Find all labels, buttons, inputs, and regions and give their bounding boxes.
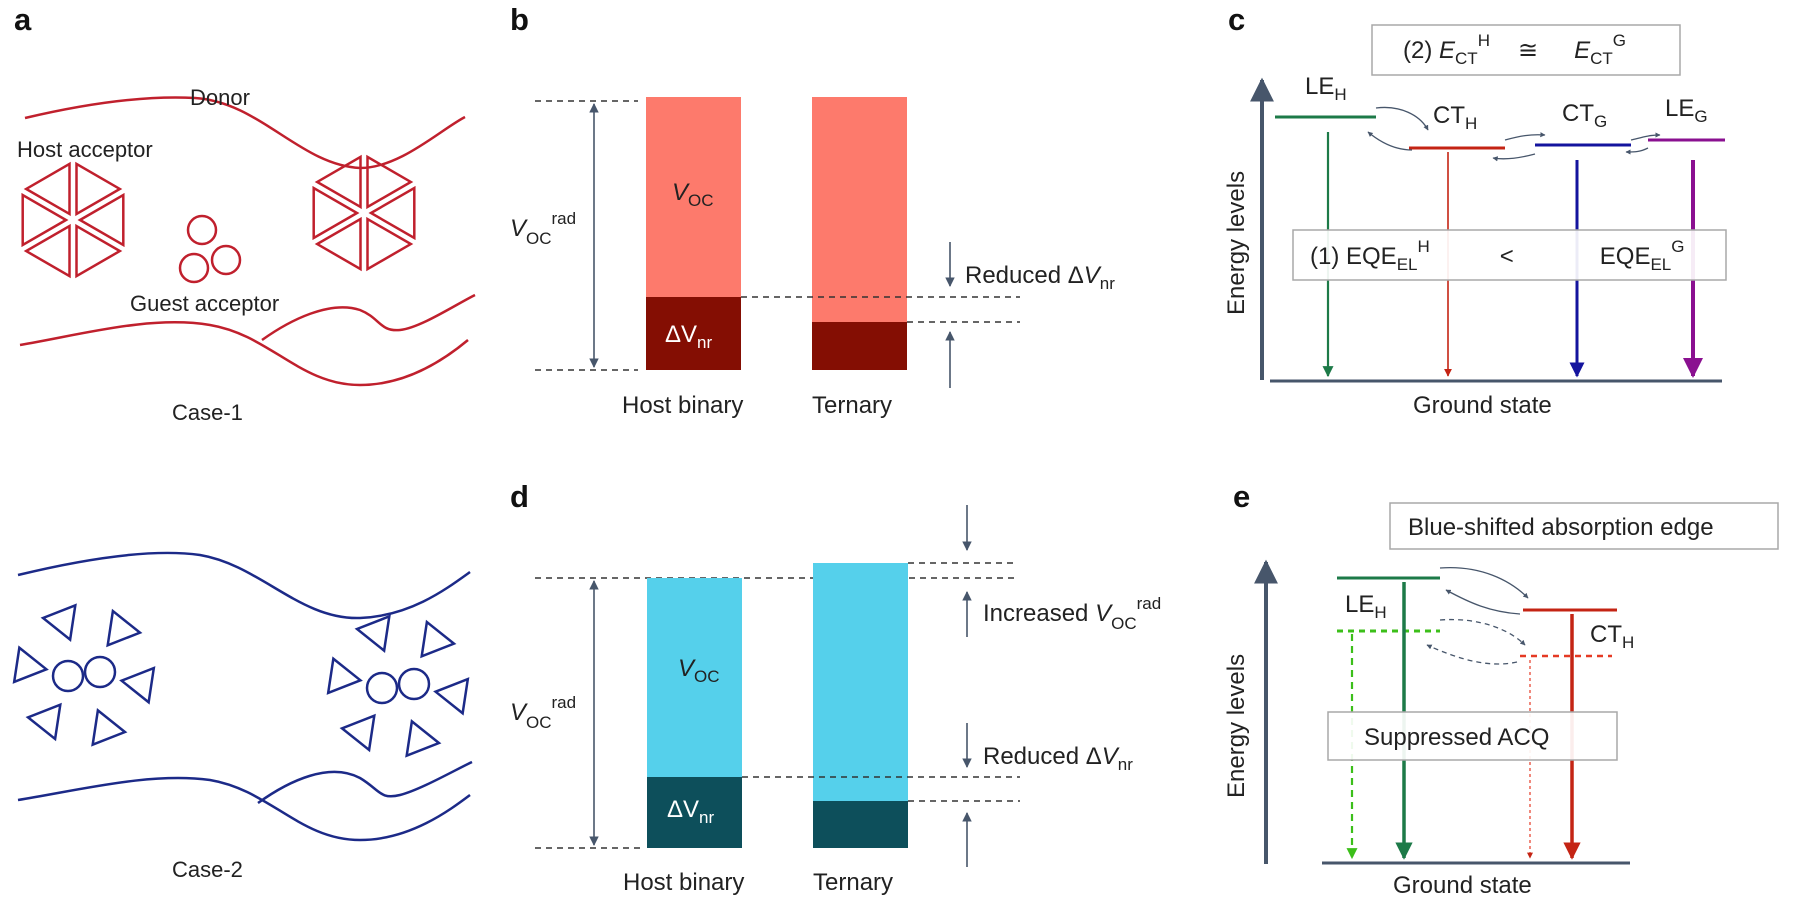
le-h-label-e: LEH <box>1345 591 1387 622</box>
eqe-relation: (1) EQEELH<EQEELG <box>1310 237 1685 274</box>
increased-voc-label: Increased VOCrad <box>983 594 1161 633</box>
ternary-voc-bar <box>812 97 907 322</box>
ground-state-label-e: Ground state <box>1393 872 1532 899</box>
guest-circles-case2 <box>51 655 431 705</box>
acceptor-triangle <box>312 185 360 241</box>
dvnr-label-b: ΔVnr <box>665 321 713 352</box>
acceptor-triangle <box>339 713 376 753</box>
acceptor-triangle <box>314 154 362 210</box>
acceptor-triangle <box>433 677 470 716</box>
case1-label: Case-1 <box>172 400 243 425</box>
ct-h-label-e: CTH <box>1590 621 1634 652</box>
ct-h-label-c: CTH <box>1433 102 1477 133</box>
panel-e: e Blue-shifted absorption edge Energy le… <box>1223 479 1779 899</box>
ternary-dvnr-bar <box>812 322 907 370</box>
host-acceptor-hexagon-left <box>21 161 125 279</box>
energy-levels-label-c: Energy levels <box>1223 171 1250 315</box>
acceptor-triangle <box>75 223 123 279</box>
suppressed-acq-box <box>1327 711 1618 761</box>
host-binary-voc-bar <box>646 97 741 297</box>
host-triangles-case2 <box>12 603 470 758</box>
voc-label-d: VOC <box>678 655 720 686</box>
ect-box <box>1371 24 1681 76</box>
ect-relation: (2) ECTH≅ECTG <box>1403 31 1626 68</box>
acceptor-triangle <box>77 192 125 248</box>
host-binary-label-b: Host binary <box>622 392 743 419</box>
acceptor-triangle <box>23 223 71 279</box>
reduced-dvnr-label-b: Reduced ΔVnr <box>965 262 1115 293</box>
ternary-label-d: Ternary <box>813 869 893 896</box>
reduced-dvnr-label-d: Reduced ΔVnr <box>983 743 1133 774</box>
panel-d: d VOCrad VOC ΔVnr Increased VOCrad Reduc… <box>510 479 1161 896</box>
acceptor-triangle <box>106 608 143 648</box>
panel-b: b VOCrad VOC ΔVnr Reduced ΔVnr Host bina… <box>510 2 1115 419</box>
donor-label: Donor <box>190 85 250 110</box>
guest-acceptor-circles <box>178 214 242 284</box>
acceptor-triangle <box>326 656 363 695</box>
ct-g-label-c: CTG <box>1562 100 1607 131</box>
ternary-voc-bar-d <box>813 563 908 801</box>
le-g-label-c: LEG <box>1665 95 1708 126</box>
voc-rad-label-d: VOCrad <box>510 693 576 732</box>
panel-b-letter: b <box>510 2 529 37</box>
host-binary-dvnr-bar <box>646 297 741 370</box>
voc-label-b: VOC <box>672 179 714 210</box>
case2-label: Case-2 <box>172 857 243 882</box>
acceptor-triangle <box>405 719 442 758</box>
acceptor-triangle <box>366 154 414 210</box>
panel-e-letter: e <box>1233 479 1250 514</box>
host-acceptor-hexagon-right <box>312 154 416 272</box>
acceptor-triangle <box>40 603 77 642</box>
acceptor-triangle <box>366 216 414 272</box>
eqe-box <box>1292 229 1727 281</box>
host-binary-voc-bar-d <box>647 578 742 777</box>
blue-shift-box <box>1389 502 1779 550</box>
host-binary-dvnr-bar-d <box>647 777 742 848</box>
acceptor-triangle <box>368 185 416 241</box>
acceptor-triangle <box>23 161 71 217</box>
panel-c: c (2) ECTH≅ECTG Energy levels Ground sta… <box>1223 2 1727 419</box>
panel-c-letter: c <box>1228 2 1245 37</box>
host-acceptor-label: Host acceptor <box>17 137 153 162</box>
ternary-dvnr-bar-d <box>813 801 908 848</box>
acceptor-triangle <box>119 666 156 705</box>
case1-donor-lines <box>19 96 476 387</box>
panel-a-letter: a <box>14 2 32 37</box>
acceptor-triangle <box>75 161 123 217</box>
host-binary-label-d: Host binary <box>623 869 744 896</box>
acceptor-triangle <box>91 708 128 747</box>
panel-a: a Donor Host acceptor Guest acceptor Cas… <box>12 2 476 882</box>
ground-state-label-c: Ground state <box>1413 392 1552 419</box>
acceptor-triangle <box>21 192 69 248</box>
acceptor-triangle <box>314 216 362 272</box>
guest-acceptor-label: Guest acceptor <box>130 291 279 316</box>
dvnr-label-d: ΔVnr <box>667 796 715 827</box>
panel-d-letter: d <box>510 479 529 514</box>
acceptor-triangle <box>420 619 457 659</box>
suppressed-acq-label: Suppressed ACQ <box>1364 724 1549 751</box>
acceptor-triangle <box>25 702 62 742</box>
acceptor-triangle <box>354 614 391 653</box>
le-h-label-c: LEH <box>1305 73 1347 104</box>
acceptor-triangle <box>12 645 49 684</box>
voc-rad-label-b: VOCrad <box>510 209 576 248</box>
energy-levels-label-e: Energy levels <box>1223 654 1250 798</box>
ternary-label-b: Ternary <box>812 392 892 419</box>
case2-donor-lines <box>17 551 473 842</box>
blue-shift-label: Blue-shifted absorption edge <box>1408 514 1714 541</box>
